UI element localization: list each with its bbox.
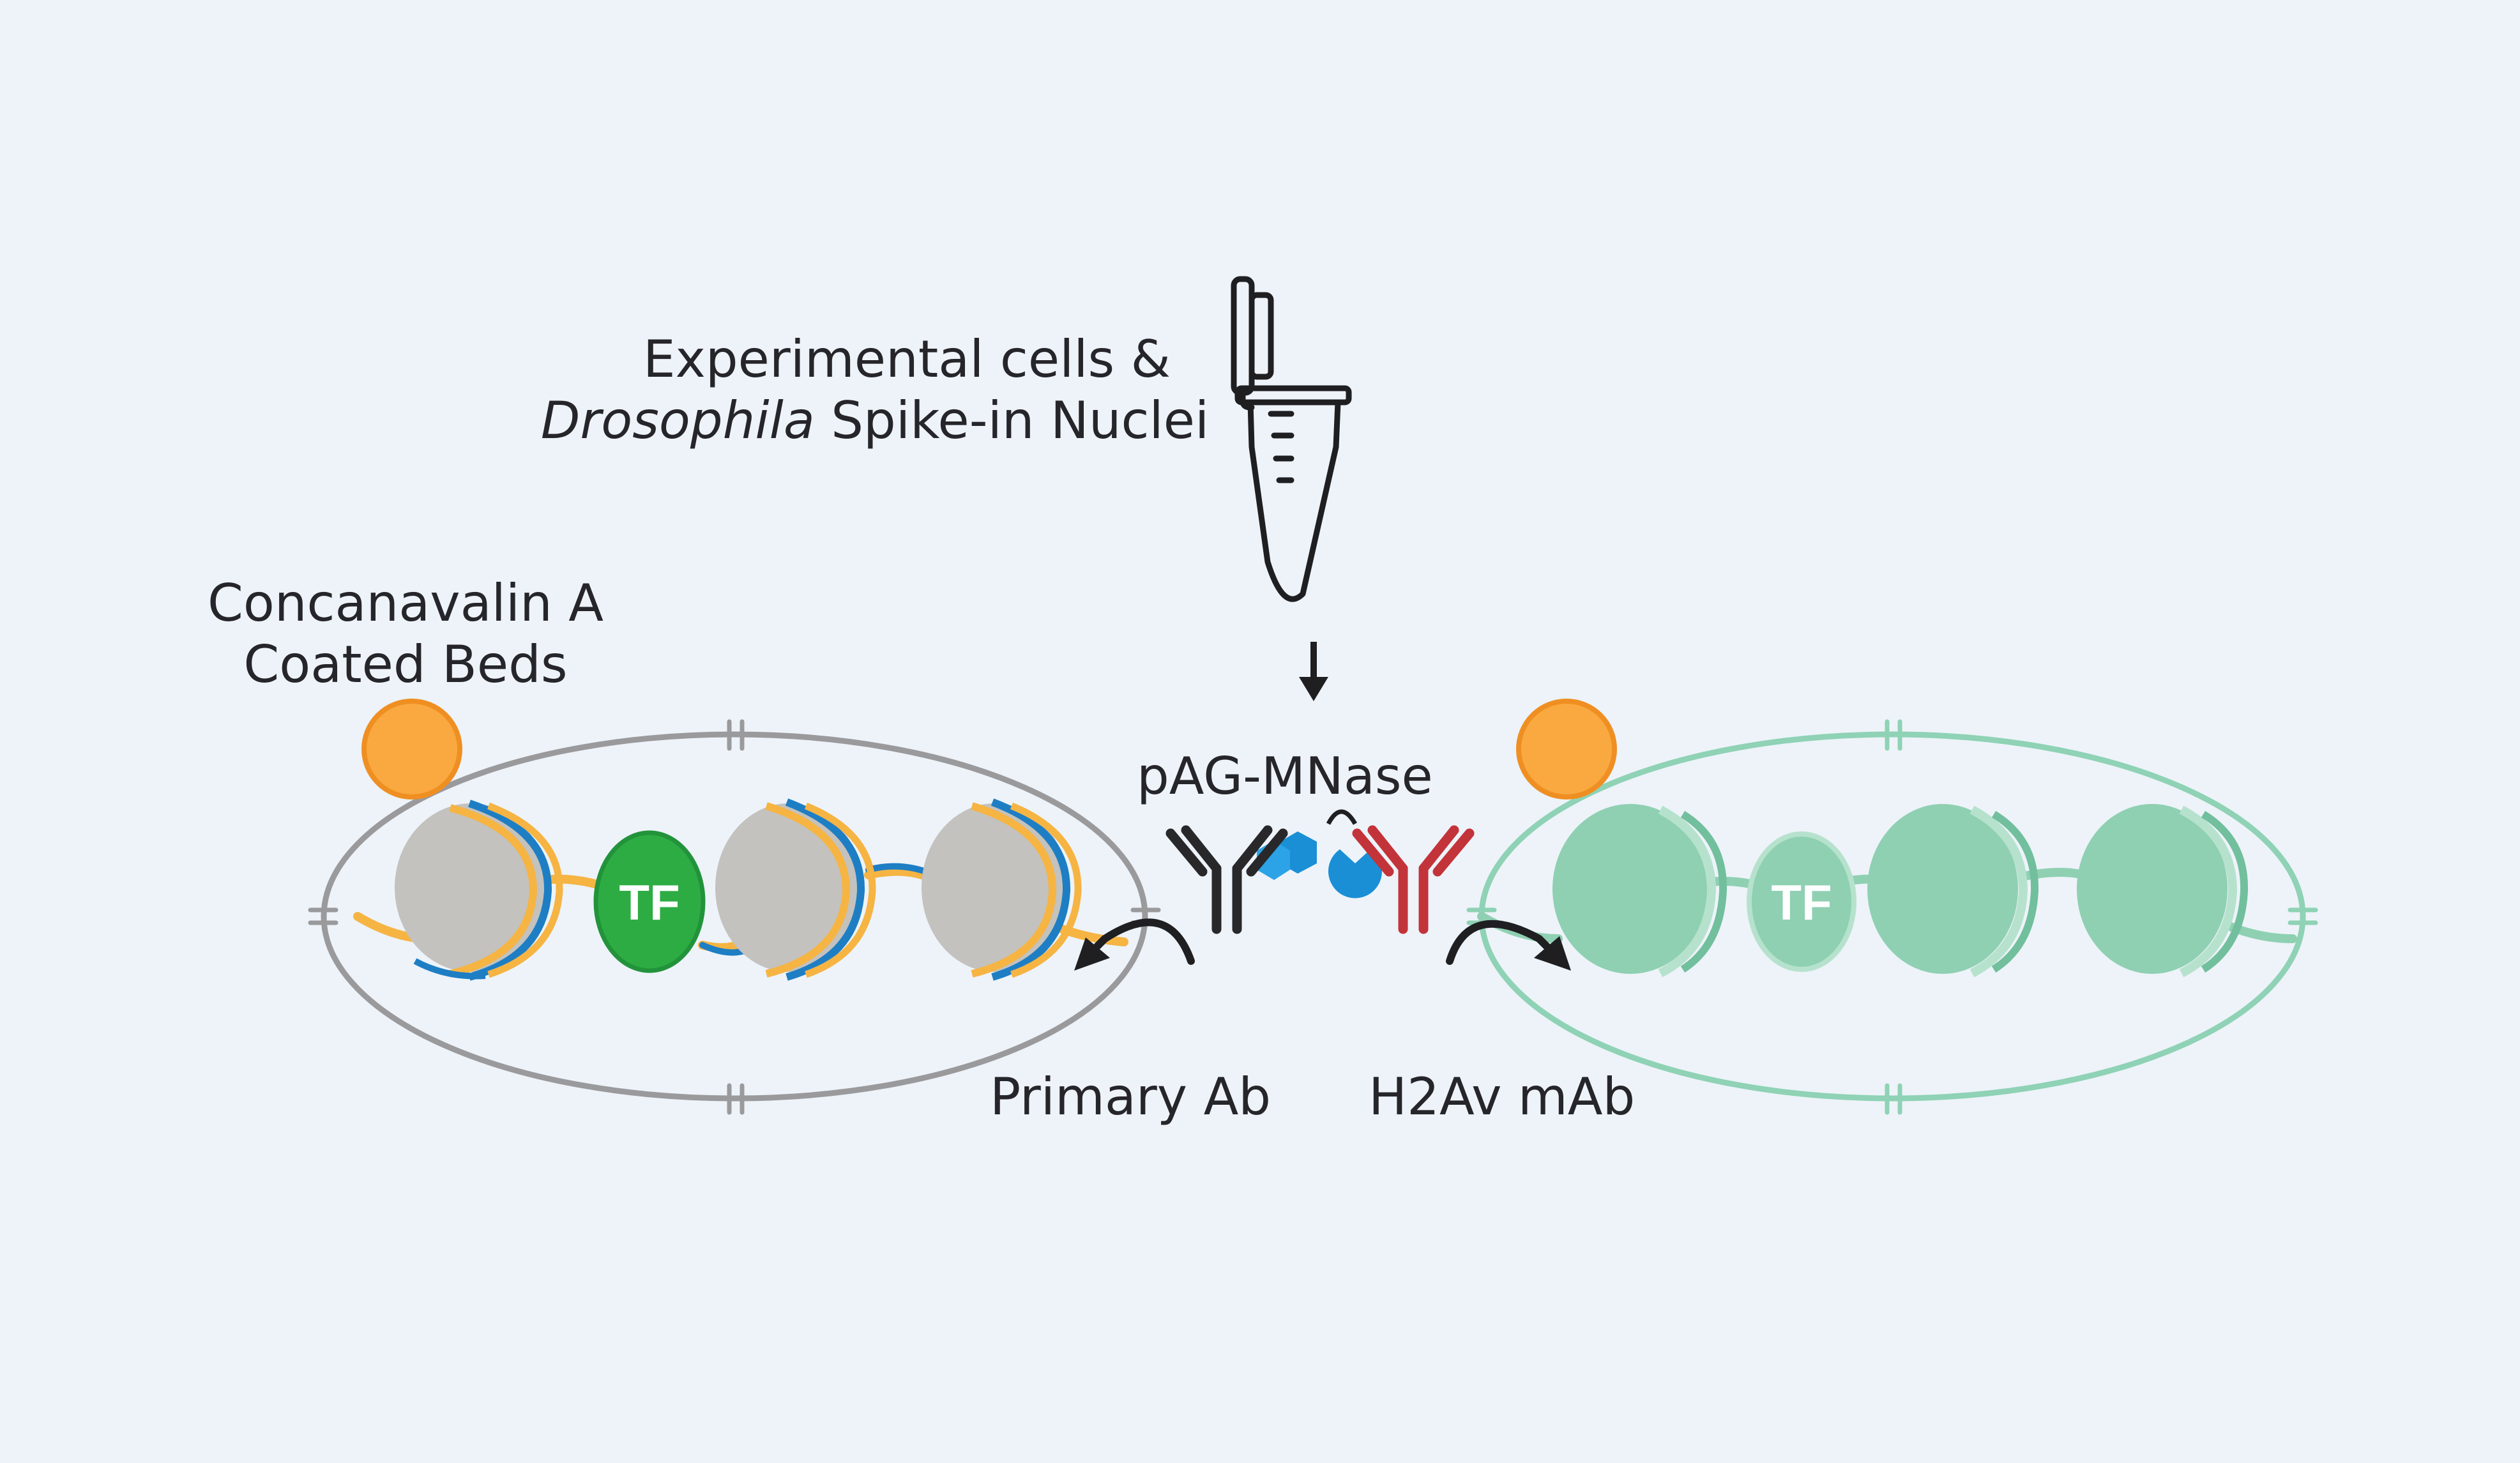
pag-mnase-icon bbox=[1257, 809, 1382, 898]
primary-ab-icon bbox=[1171, 830, 1283, 929]
concanavalin-label: Concanavalin A Coated Beds bbox=[179, 573, 632, 695]
spike-in-text: Spike-in Nuclei bbox=[814, 391, 1210, 450]
primary-ab-label: Primary Ab bbox=[990, 1067, 1271, 1126]
right-nucleosome-1 bbox=[1552, 804, 1727, 978]
h2av-mab-label: H2Av mAb bbox=[1369, 1067, 1636, 1126]
pag-mnase-label: pAG-MNase bbox=[1137, 747, 1433, 806]
curved-arrow-icon-right bbox=[1446, 920, 1571, 971]
curved-arrow-icon-left bbox=[1074, 918, 1195, 971]
right-tf-protein: TF bbox=[1747, 831, 1856, 972]
right-cona-bead bbox=[1516, 699, 1617, 800]
experimental-cells-label: Experimental cells & Drosophila Spike-in… bbox=[524, 329, 1226, 451]
left-cell-outline bbox=[321, 731, 1148, 1102]
right-nucleosome-2 bbox=[1867, 804, 2039, 978]
left-tf-protein: TF bbox=[593, 830, 706, 973]
left-nucleosome-2 bbox=[715, 798, 876, 981]
left-tf-label: TF bbox=[619, 874, 679, 930]
left-nucleosome-3 bbox=[922, 798, 1082, 981]
experimental-line-1: Experimental cells & bbox=[642, 330, 1171, 389]
down-arrow-icon bbox=[1299, 642, 1328, 701]
right-tf-label: TF bbox=[1771, 874, 1832, 930]
concanavalin-line-1: Concanavalin A bbox=[208, 573, 603, 633]
left-cona-bead bbox=[361, 699, 462, 800]
left-dna-strand bbox=[353, 867, 1128, 952]
drosophila-text: Drosophila bbox=[540, 391, 815, 450]
left-cell: TF bbox=[308, 699, 1161, 1115]
experimental-line-2: Drosophila Spike-in Nuclei bbox=[524, 390, 1226, 451]
right-cell: TF bbox=[1466, 699, 2318, 1115]
left-nucleosome-1 bbox=[395, 800, 563, 981]
right-nucleosome-3 bbox=[2077, 804, 2249, 978]
concanavalin-line-2: Coated Beds bbox=[243, 635, 568, 694]
microcentrifuge-tube-icon bbox=[1231, 276, 1352, 602]
